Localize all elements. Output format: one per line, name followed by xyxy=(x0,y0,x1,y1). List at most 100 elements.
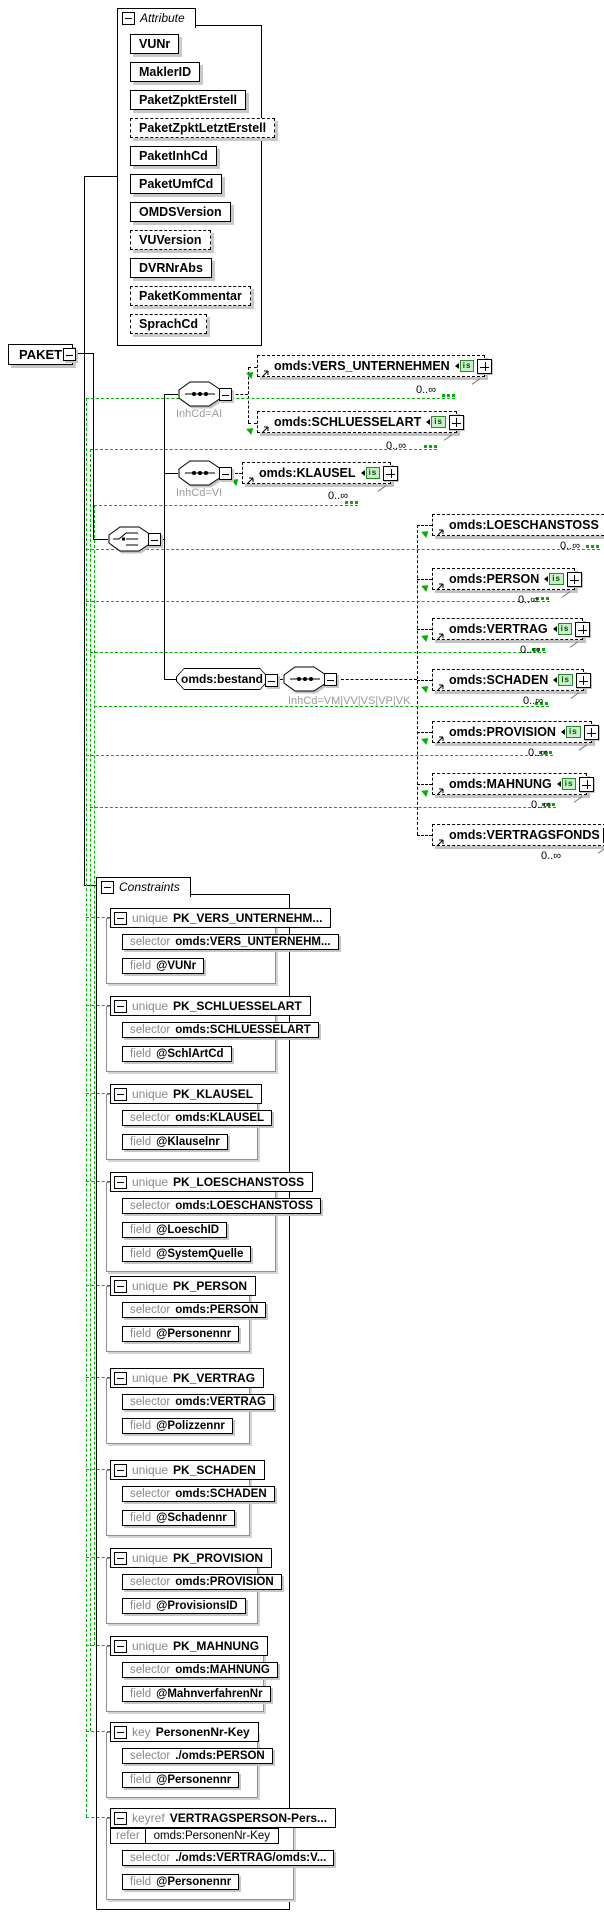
collapse-icon[interactable] xyxy=(114,911,127,925)
constraint-link-line xyxy=(94,505,358,506)
element-provision[interactable]: omds:PROVISION is xyxy=(432,721,599,744)
identity-constraint-badge: is xyxy=(454,360,475,372)
element-mahnung[interactable]: omds:MAHNUNG is xyxy=(432,773,595,796)
collapse-icon[interactable] xyxy=(114,1811,127,1825)
collapse-icon[interactable] xyxy=(219,467,232,480)
expand-icon[interactable] xyxy=(575,673,591,688)
attribute-maklerid[interactable]: MaklerID xyxy=(130,62,201,82)
constraint-selector[interactable]: selector./omds:VERTRAG/omds:V... xyxy=(122,1850,335,1866)
constraint-header[interactable]: unique PK_MAHNUNG xyxy=(110,1636,269,1656)
collapse-icon[interactable] xyxy=(324,673,337,686)
collapse-icon[interactable] xyxy=(114,1551,127,1565)
constraint-header[interactable]: keyref VERTRAGSPERSON-Pers... xyxy=(110,1808,337,1828)
link-continuation-dots xyxy=(442,394,456,397)
element-bestand[interactable]: omds:bestand xyxy=(176,668,268,690)
attribute-group-tab[interactable]: Attribute xyxy=(117,8,196,28)
constraint-field[interactable]: field@SchlArtCd xyxy=(122,1046,232,1062)
constraint-field[interactable]: field@LoeschID xyxy=(122,1222,228,1238)
constraint-field[interactable]: field@Personennr xyxy=(122,1772,240,1788)
attribute-vuversion[interactable]: VUVersion xyxy=(130,230,211,250)
reference-arrow-icon xyxy=(246,477,254,485)
collapse-icon[interactable] xyxy=(114,1725,127,1739)
collapse-icon[interactable] xyxy=(114,1087,127,1101)
element-vertrag[interactable]: omds:VERTRAG is xyxy=(432,618,591,641)
constraint-header[interactable]: unique PK_LOESCHANSTOSS xyxy=(110,1172,314,1192)
occurrence-label: 0..∞ xyxy=(520,644,541,656)
collapse-icon[interactable] xyxy=(114,1371,127,1385)
constraint-header[interactable]: unique PK_PERSON xyxy=(110,1276,257,1296)
constraint-header[interactable]: unique PK_PROVISION xyxy=(110,1548,273,1568)
attribute-paketkommentar[interactable]: PaketKommentar xyxy=(130,286,251,306)
collapse-icon[interactable] xyxy=(114,1175,127,1189)
constraint-header[interactable]: unique PK_SCHLUESSELART xyxy=(110,996,311,1016)
expand-icon[interactable] xyxy=(448,415,464,430)
constraint-header[interactable]: unique PK_SCHADEN xyxy=(110,1460,265,1480)
constraints-group-tab[interactable]: Constraints xyxy=(96,877,191,897)
constraint-header[interactable]: key PersonenNr-Key xyxy=(110,1722,259,1742)
expand-icon[interactable] xyxy=(602,828,604,843)
attribute-omdsversion[interactable]: OMDSVersion xyxy=(130,202,231,222)
constraint-field[interactable]: field@SystemQuelle xyxy=(122,1246,252,1262)
attribute-paketzpktletzterstell[interactable]: PaketZpktLetztErstell xyxy=(130,118,276,138)
collapse-icon[interactable] xyxy=(114,1463,127,1477)
expand-icon[interactable] xyxy=(566,572,582,587)
element-loeschanstoss[interactable]: omds:LOESCHANSTOSS is xyxy=(432,514,604,537)
collapse-icon[interactable] xyxy=(122,11,135,25)
element-schluesselart[interactable]: omds:SCHLUESSELART is xyxy=(257,411,464,434)
attribute-vunr[interactable]: VUNr xyxy=(130,34,180,54)
collapse-icon[interactable] xyxy=(114,999,127,1013)
element-vers-unternehmen[interactable]: omds:VERS_UNTERNEHMEN is xyxy=(257,355,493,378)
constraint-field[interactable]: field@Personennr xyxy=(122,1874,240,1890)
constraint-header[interactable]: unique PK_KLAUSEL xyxy=(110,1084,263,1104)
element-name: omds:SCHADEN xyxy=(449,673,549,687)
expand-icon[interactable] xyxy=(583,725,599,740)
attribute-paketzpkterstell[interactable]: PaketZpktErstell xyxy=(130,90,246,110)
constraint-field[interactable]: field@Schadennr xyxy=(122,1510,235,1526)
collapse-icon[interactable] xyxy=(101,880,114,894)
sequence-compositor-icon[interactable] xyxy=(178,381,222,407)
constraint-field[interactable]: field@Personennr xyxy=(122,1326,240,1342)
constraint-link-arrow xyxy=(421,735,431,745)
collapse-icon[interactable] xyxy=(219,388,232,401)
expand-icon[interactable] xyxy=(477,359,493,374)
constraint-kind: unique xyxy=(132,1175,169,1189)
collapse-icon[interactable] xyxy=(265,674,278,687)
collapse-icon[interactable] xyxy=(148,533,161,546)
expand-icon[interactable] xyxy=(575,622,591,637)
collapse-icon[interactable] xyxy=(114,1639,127,1653)
expand-icon[interactable] xyxy=(383,466,399,481)
constraint-header[interactable]: unique PK_VERS_UNTERNEHM... xyxy=(110,908,332,928)
attribute-sprachcd[interactable]: SprachCd xyxy=(130,314,208,334)
constraint-selector[interactable]: selector./omds:PERSON xyxy=(122,1748,273,1764)
constraint-refer[interactable]: refer omds:PersonenNr-Key xyxy=(110,1828,279,1844)
constraint-field[interactable]: field@MahnverfahrenNr xyxy=(122,1686,271,1702)
element-vertragsfonds[interactable]: omds:VERTRAGSFONDS xyxy=(432,824,604,847)
constraint-name: PK_SCHLUESSELART xyxy=(173,999,302,1013)
element-klausel[interactable]: omds:KLAUSEL is xyxy=(242,462,399,485)
constraint-field[interactable]: field@Polizzennr xyxy=(122,1418,233,1434)
attribute-paketumfcd[interactable]: PaketUmfCd xyxy=(130,174,223,194)
collapse-icon[interactable] xyxy=(114,1279,127,1293)
attribute-dvrnrabs[interactable]: DVRNrAbs xyxy=(130,258,212,278)
sequence-compositor-icon[interactable] xyxy=(178,460,222,486)
choice-compositor-icon[interactable] xyxy=(108,526,152,552)
constraint-field[interactable]: field@ProvisionsID xyxy=(122,1598,246,1614)
constraint-field[interactable]: field@VUNr xyxy=(122,958,205,974)
constraint-field[interactable]: field@Klauselnr xyxy=(122,1134,228,1150)
collapse-icon[interactable] xyxy=(63,348,76,361)
constraint-header[interactable]: unique PK_VERTRAG xyxy=(110,1368,265,1388)
element-schaden[interactable]: omds:SCHADEN is xyxy=(432,669,591,692)
sequence-compositor-icon[interactable] xyxy=(283,666,327,692)
expand-icon[interactable] xyxy=(579,777,595,792)
element-person[interactable]: omds:PERSON is xyxy=(432,568,582,591)
attribute-paketinhcd[interactable]: PaketInhCd xyxy=(130,146,217,166)
